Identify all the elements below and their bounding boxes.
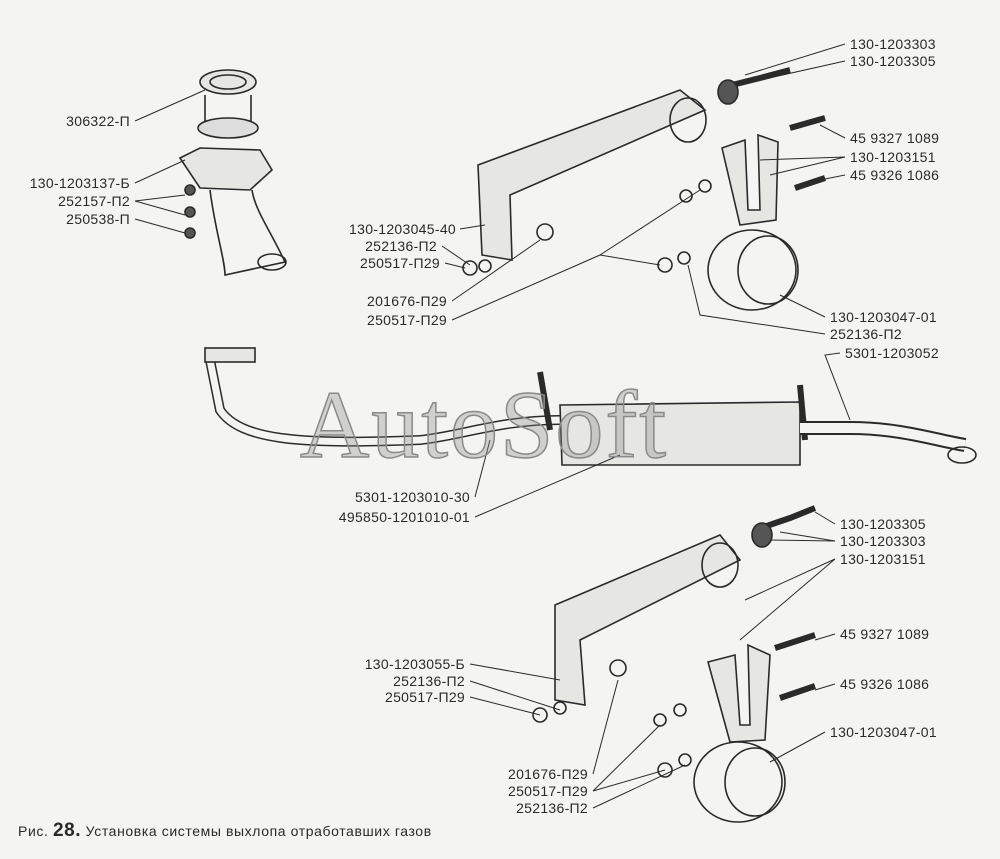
part-label: 250517-П29	[359, 255, 440, 271]
caption-prefix: Рис.	[18, 823, 49, 839]
figure-caption: Рис. 28. Установка системы выхлопа отраб…	[18, 820, 432, 842]
leader-lines	[134, 43, 851, 809]
lower-bracket	[532, 534, 742, 778]
part-label: 130-1203303	[850, 36, 936, 52]
part-label: 306322-П	[66, 113, 130, 129]
part-label: 252136-П2	[830, 326, 902, 342]
part-label: 130-1203303	[840, 533, 926, 549]
part-label: 130-1203047-01	[830, 309, 937, 325]
part-label: 252136-П2	[393, 673, 465, 689]
part-label: 5301-1203010-30	[354, 489, 470, 505]
part-label: 45 9327 1089	[840, 626, 930, 642]
part-label: 45 9326 1086	[840, 676, 930, 692]
watermark: AutoSoft	[299, 370, 669, 479]
part-label: 495850-1201010-01	[338, 509, 470, 525]
part-label: 130-1203305	[840, 516, 926, 532]
part-label: 252136-П2	[516, 800, 588, 816]
part-label: 45 9327 1089	[850, 130, 940, 146]
part-label: 201676-П29	[507, 766, 588, 782]
part-label: 252157-П2	[58, 193, 130, 209]
part-label: 130-1203151	[840, 551, 926, 567]
exhaust-flange-pipe	[178, 69, 287, 276]
part-label: 201676-П29	[366, 293, 447, 309]
lower-clamp	[693, 505, 817, 823]
part-label: 130-1203055-Б	[364, 656, 465, 672]
caption-text: Установка системы выхлопа отработавших г…	[85, 823, 432, 839]
part-label: 130-1203047-01	[830, 724, 937, 740]
part-label: 130-1203305	[850, 53, 936, 69]
part-label: 45 9326 1086	[850, 167, 940, 183]
part-label: 130-1203137-Б	[29, 175, 130, 191]
part-label: 130-1203045-40	[349, 221, 456, 237]
part-label: 5301-1203052	[845, 345, 939, 361]
upper-bracket	[462, 89, 712, 276]
upper-clamp	[707, 67, 826, 311]
part-label: 250517-П29	[507, 783, 588, 799]
figure-number: 28.	[52, 820, 82, 841]
muffler-assembly	[204, 347, 977, 466]
part-label: 130-1203151	[850, 149, 936, 165]
part-label: 250517-П29	[384, 689, 465, 705]
part-label: 250538-П	[66, 211, 130, 227]
part-label: 250517-П29	[366, 312, 447, 328]
part-label: 252136-П2	[365, 238, 437, 254]
